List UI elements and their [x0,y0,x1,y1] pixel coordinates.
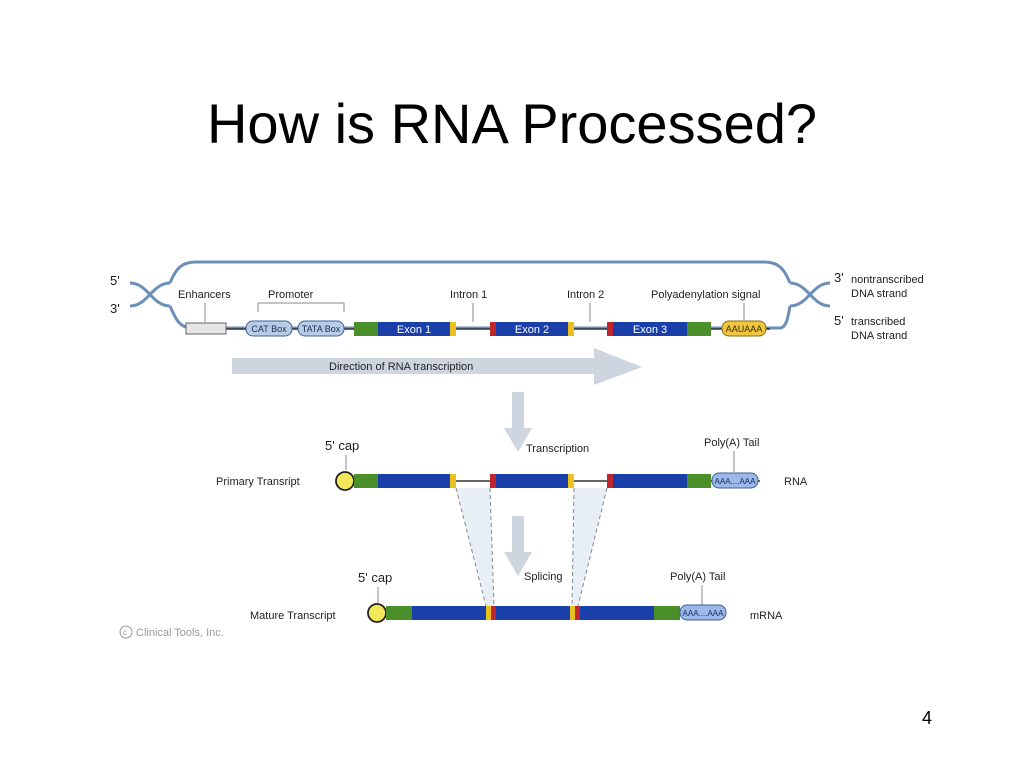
splice-wedge-2 [572,488,607,606]
transcription-label: Transcription [526,443,589,455]
dna-5prime-left: 5' [110,273,120,288]
primary-boundary-2 [490,474,496,488]
helix-right-strand-b [789,281,831,308]
splicing-label: Splicing [524,571,563,583]
promoter-bracket [257,302,345,312]
dna-3prime-right: 3' [834,270,844,285]
mature-5cap [367,603,387,623]
copyright-text: Clinical Tools, Inc. [136,627,224,639]
transcription-down-arrow [504,392,532,452]
intron-1-label: Intron 1 [450,289,487,301]
mature-5utr [386,606,412,620]
mature-tail-text: AAA....AAA [683,609,725,618]
dna-3prime-left: 3' [110,301,120,316]
splice-dash-1a [455,487,487,607]
dna-double-helix [129,260,831,330]
mature-boundary-1 [486,606,491,620]
nontranscribed-strand-label: DNA strand [851,288,907,300]
mature-boundary-3 [570,606,575,620]
mature-exon-2 [496,606,570,620]
exon-3-label: Exon 3 [633,324,667,336]
exon-2-label: Exon 2 [515,324,549,336]
splice-dash-2a [571,487,575,607]
mature-exon-1 [412,606,486,620]
splice-dash-1b [489,487,495,607]
aauaaa-box [721,320,767,337]
transcribed-label: transcribed [851,316,905,328]
mature-polya-tail [679,604,727,621]
tata-box [297,320,345,337]
tata-box-label: TATA Box [302,324,341,334]
transcribed-strand-label: DNA strand [851,330,907,342]
cat-box-label: CAT Box [251,324,287,334]
dna-exon1-boundary [450,322,456,336]
primary-boundary-4 [607,474,613,488]
splice-wedge-1 [456,488,494,606]
mature-3utr [654,606,680,620]
primary-boundary-1 [450,474,456,488]
primary-exon-1 [378,474,450,488]
primary-boundary-3 [568,474,574,488]
primary-exon-3 [613,474,687,488]
enhancers-label: Enhancers [178,289,231,301]
direction-label: Direction of RNA transcription [329,361,473,373]
primary-polya-label: Poly(A) Tail [704,437,759,449]
dna-exon-3 [613,322,687,336]
nontranscribed-label: nontranscribed [851,274,924,286]
enhancer-region [185,322,227,335]
mature-transcript-label: Mature Transcript [250,610,336,622]
dna-5utr [354,322,378,336]
dna-exon3-boundary [607,322,613,336]
dna-3utr [687,322,711,336]
mature-exon-3 [580,606,654,620]
copyright-icon-glyph: c [123,628,127,637]
mature-cap-label: 5' cap [358,570,392,585]
helix-bottom-strand [168,305,792,330]
primary-tail-text: AAA....AAA [715,477,757,486]
mature-boundary-2 [491,606,496,620]
cat-box [245,320,293,337]
helix-left-strand-b [129,281,171,308]
primary-5utr [354,474,378,488]
splice-dash-2b [577,487,608,607]
primary-transcript-label: Primary Transript [216,476,300,488]
primary-5cap [335,471,355,491]
copyright-icon [119,625,133,639]
mature-mrna-label: mRNA [750,610,783,622]
mature-polya-label: Poly(A) Tail [670,571,725,583]
intron-2-label: Intron 2 [567,289,604,301]
primary-cap-label: 5' cap [325,438,359,453]
primary-exon-2 [496,474,568,488]
slide-title: How is RNA Processed? [206,92,817,155]
page-number: 4 [922,708,933,728]
aauaaa-label: AAUAAA [726,324,763,334]
dna-5prime-right: 5' [834,313,844,328]
helix-top-strand [168,260,792,284]
exon-1-label: Exon 1 [397,324,431,336]
primary-polya-tail [711,472,759,489]
transcription-direction-arrow [232,348,642,385]
splicing-down-arrow [504,516,532,576]
dna-exon-2 [496,322,568,336]
mature-boundary-4 [575,606,580,620]
polyadenylation-signal-label: Polyadenylation signal [651,289,760,301]
dna-exon2-boundary-left [490,322,496,336]
primary-rna-label: RNA [784,476,808,488]
dna-exon2-boundary-right [568,322,574,336]
dna-exon-1 [378,322,450,336]
promoter-label: Promoter [268,289,314,301]
copyright-notice: c Clinical Tools, Inc. [119,625,224,639]
primary-3utr [687,474,711,488]
